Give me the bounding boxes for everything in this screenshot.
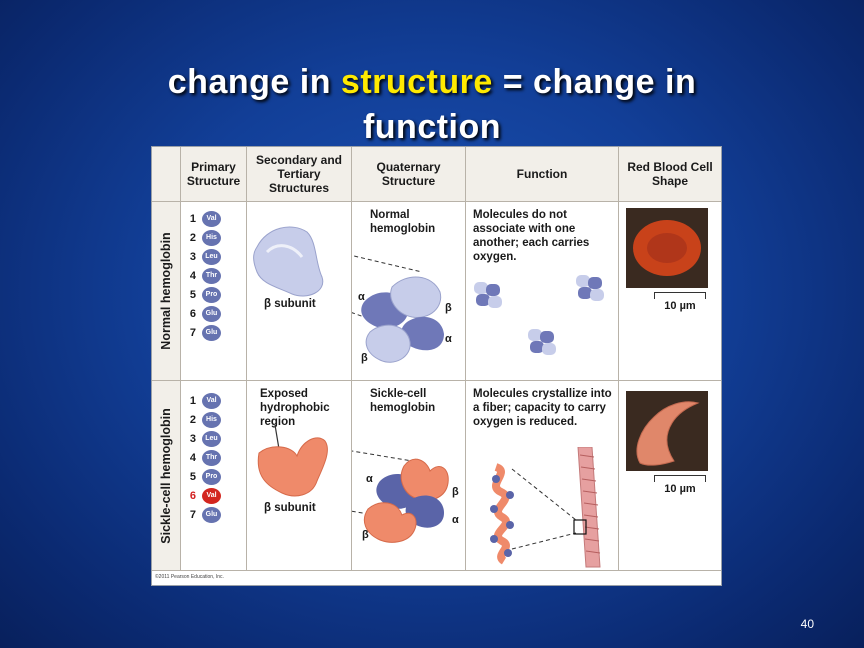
row-label-normal: Normal hemoglobin bbox=[152, 202, 181, 380]
grid-line bbox=[618, 201, 619, 570]
scale-bar-line bbox=[654, 292, 706, 299]
amino-acid-bead: Pro bbox=[202, 468, 221, 485]
amino-acid-bead: Leu bbox=[202, 430, 221, 447]
copyright-notice: ©2011 Pearson Education, Inc. bbox=[155, 574, 224, 580]
title-prefix: change in bbox=[167, 63, 341, 101]
slide-number: 40 bbox=[800, 617, 814, 631]
grid-line bbox=[351, 201, 352, 570]
alpha-label: α bbox=[445, 333, 452, 345]
sickle-secondary-text: Exposed hydrophobic region bbox=[260, 388, 330, 428]
sickle-beta-subunit-illustration bbox=[257, 424, 328, 497]
sickle-hemoglobin-tetramer bbox=[352, 450, 449, 543]
amino-acid-bead: Thr bbox=[202, 267, 221, 284]
slide-title: change in structure = change in function bbox=[100, 60, 764, 150]
header-rbc-shape: Red Blood Cell Shape bbox=[619, 147, 721, 202]
amino-acid-bead: His bbox=[202, 411, 221, 428]
amino-acid-bead: Pro bbox=[202, 286, 221, 303]
row-label-sickle: Sickle-cell hemoglobin bbox=[152, 381, 181, 570]
normal-rbc-micrograph bbox=[626, 208, 708, 288]
normal-quaternary-label: Normal hemoglobin bbox=[370, 209, 436, 235]
alpha-label: α bbox=[366, 473, 373, 485]
amino-acid-bead: Glu bbox=[202, 324, 221, 341]
grid-line bbox=[246, 201, 247, 570]
sickle-fiber-illustration bbox=[490, 447, 601, 568]
title-suffix: = change in function bbox=[362, 63, 697, 146]
beta-label: β bbox=[362, 529, 369, 541]
grid-line bbox=[465, 201, 466, 570]
amino-acid-bead: Thr bbox=[202, 449, 221, 466]
header-function: Function bbox=[466, 147, 619, 202]
row-divider bbox=[152, 380, 721, 381]
alpha-label: α bbox=[358, 291, 365, 303]
header-corner bbox=[152, 147, 181, 202]
amino-acid-bead: His bbox=[202, 229, 221, 246]
sickle-subunit-label: β subunit bbox=[264, 502, 316, 514]
header-primary: Primary Structure bbox=[181, 147, 247, 202]
sickle-function-text: Molecules crystallize into a fiber; capa… bbox=[473, 388, 612, 428]
hemoglobin-figure: Primary Structure Secondary and Tertiary… bbox=[151, 146, 722, 586]
amino-acid-bead: Leu bbox=[202, 248, 221, 265]
amino-acid-bead: Glu bbox=[202, 506, 221, 523]
normal-scale-bar: 10 µm bbox=[650, 292, 710, 312]
normal-hemoglobin-tetramer bbox=[352, 255, 444, 363]
amino-acid-bead: Val bbox=[202, 210, 221, 227]
sickle-scale-bar: 10 µm bbox=[650, 475, 710, 495]
normal-subunit-label: β subunit bbox=[264, 298, 316, 310]
scale-bar-line bbox=[654, 475, 706, 482]
beta-label: β bbox=[452, 486, 459, 498]
normal-function-text: Molecules do not associate with one anot… bbox=[473, 209, 590, 263]
alpha-label: α bbox=[452, 514, 459, 526]
beta-label: β bbox=[361, 352, 368, 364]
amino-acid-bead: Val bbox=[202, 392, 221, 409]
title-highlight: structure bbox=[340, 63, 493, 101]
normal-molecules-dispersed bbox=[474, 275, 604, 355]
amino-acid-bead: Glu bbox=[202, 305, 221, 322]
normal-beta-subunit-illustration bbox=[253, 226, 324, 297]
sickle-quaternary-label: Sickle-cell hemoglobin bbox=[370, 388, 436, 414]
beta-label: β bbox=[445, 302, 452, 314]
sickle-rbc-micrograph bbox=[626, 391, 708, 471]
figure-bottom-line bbox=[152, 570, 721, 571]
header-quaternary: Quaternary Structure bbox=[352, 147, 466, 202]
header-secondary: Secondary and Tertiary Structures bbox=[247, 147, 352, 202]
amino-acid-bead-mutated: Val bbox=[202, 487, 221, 504]
